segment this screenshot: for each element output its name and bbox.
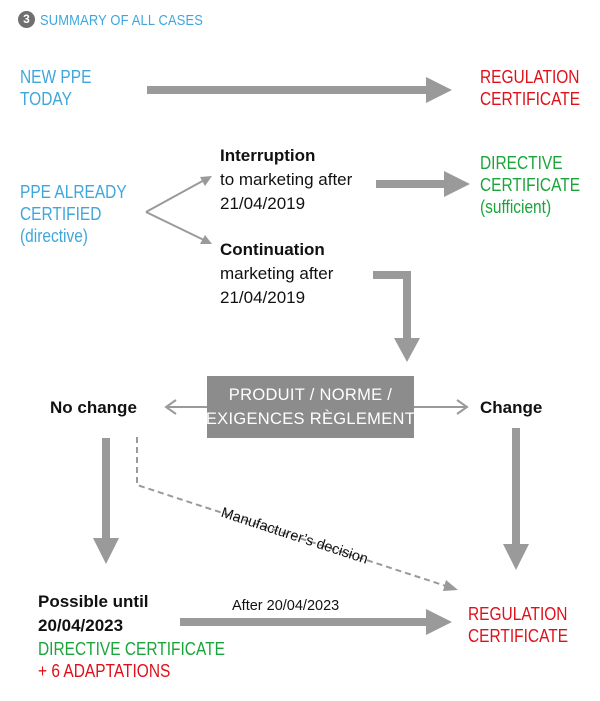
product-standard-requirements-box: PRODUIT / NORME / EXIGENCES RÈGLEMENT <box>205 376 416 438</box>
interruption-title: Interruption <box>220 146 316 165</box>
center-box-line1: PRODUIT / NORME / <box>228 386 393 404</box>
regulation-bottom-line2: CERTIFICATE <box>468 626 569 646</box>
directive-adaptations-block: DIRECTIVE CERTIFICATE + 6 ADAPTATIONS <box>38 638 225 682</box>
ppe-certified-line1: PPE ALREADY <box>20 182 127 202</box>
possible-until-line2: 20/04/2023 <box>38 616 124 635</box>
arrow-interruption-to-directive <box>376 171 470 197</box>
section-number-badge: 3 <box>18 11 35 28</box>
section-title: SUMMARY OF ALL CASES <box>40 12 204 29</box>
directive-cert-line3: (sufficient) <box>480 197 552 217</box>
interruption-block: Interruption to marketing after 21/04/20… <box>220 144 352 216</box>
interruption-line1: to marketing after <box>220 170 353 189</box>
regulation-bottom-line1: REGULATION <box>468 604 568 624</box>
possible-until-block: Possible until 20/04/2023 <box>38 590 149 638</box>
possible-until-line1: Possible until <box>38 592 149 611</box>
regulation-certificate-top: REGULATION CERTIFICATE <box>480 66 580 110</box>
center-box-line2: EXIGENCES RÈGLEMENT <box>205 410 416 428</box>
regulation-top-line1: REGULATION <box>480 67 580 87</box>
continuation-title: Continuation <box>220 240 325 259</box>
no-change-label: No change <box>50 398 137 417</box>
directive-adapt-line2: + 6 ADAPTATIONS <box>38 661 171 681</box>
change-label: Change <box>480 398 543 417</box>
regulation-top-line2: CERTIFICATE <box>480 89 581 109</box>
new-ppe-line2: TODAY <box>20 89 72 109</box>
ppe-certified-line2: CERTIFIED <box>20 204 102 224</box>
arrow-box-to-nochange <box>164 399 207 415</box>
interruption-line2: 21/04/2019 <box>220 194 306 213</box>
arrow-nochange-down <box>93 438 119 564</box>
directive-adapt-line1: DIRECTIVE CERTIFICATE <box>38 639 225 659</box>
ppe-certified-line3: (directive) <box>20 226 88 246</box>
new-ppe-line1: NEW PPE <box>20 67 92 87</box>
arrow-continuation-to-box <box>373 271 420 362</box>
directive-cert-line2: CERTIFICATE <box>480 175 581 195</box>
arrow-change-down <box>503 428 529 570</box>
ppe-already-certified-label: PPE ALREADY CERTIFIED (directive) <box>20 181 127 247</box>
directive-cert-line1: DIRECTIVE <box>480 153 563 173</box>
arrow-after-to-regulation <box>180 609 452 635</box>
directive-certificate-sufficient: DIRECTIVE CERTIFICATE (sufficient) <box>480 152 580 218</box>
continuation-line2: 21/04/2019 <box>220 288 306 307</box>
fork-to-continuation <box>145 211 212 244</box>
new-ppe-label: NEW PPE TODAY <box>20 66 91 110</box>
continuation-block: Continuation marketing after 21/04/2019 <box>220 238 333 310</box>
regulation-certificate-bottom: REGULATION CERTIFICATE <box>468 603 568 647</box>
arrow-manufacturer-dashed <box>136 437 458 591</box>
fork-to-interruption <box>145 176 212 213</box>
arrow-box-to-change <box>414 399 469 415</box>
continuation-line1: marketing after <box>220 264 334 283</box>
after-date-label: After 20/04/2023 <box>232 598 340 614</box>
arrow-new-to-regulation <box>147 77 452 103</box>
